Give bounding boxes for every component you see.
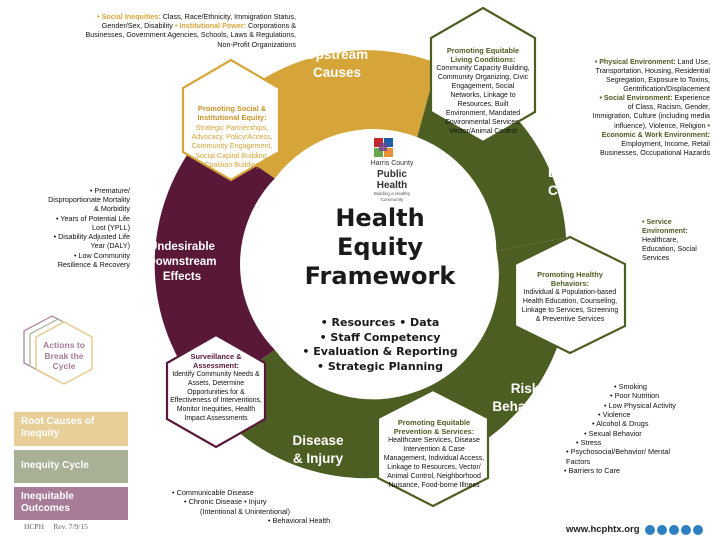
logo-tagline: Building a Healthy Community <box>373 190 411 202</box>
annotation-risk-behaviors: • Smoking • Poor Nutrition • Low Physica… <box>564 382 676 475</box>
logo-square-blue <box>384 138 393 147</box>
logo-square-orange <box>384 148 393 157</box>
center-list: • Resources • Data • Staff Competency • … <box>302 316 458 373</box>
ring-label-disease: Disease& Injury <box>292 433 344 466</box>
ring-segment-downstream <box>154 130 275 398</box>
footer-url[interactable]: www.hcphtx.org <box>566 524 640 535</box>
legend-hexagon-actions <box>35 321 93 385</box>
hexagon-living-conditions <box>429 6 537 144</box>
logo-square-red <box>374 138 383 147</box>
logo-text: Harris County Public Health Building a H… <box>362 160 422 202</box>
hexagon-surveillance <box>165 333 267 449</box>
hexagon-living-text: Promoting Equitable Living Conditions: C… <box>436 46 530 135</box>
annotation-living-conditions: • Physical Environment: Land Use, Transp… <box>592 58 711 157</box>
footer-revision: HCPH Rev. 7/9/15 <box>24 522 88 531</box>
hexagon-prevention-services <box>376 388 490 508</box>
hexagon-healthy-behaviors <box>513 235 627 355</box>
annotation-disease: • Communicable Disease • Chronic Disease… <box>172 488 331 525</box>
annotation-downstream: • Premature/ Disproportionate Mortality … <box>48 186 130 269</box>
hexagon-behaviors-text: Promoting Healthy Behaviors: Individual … <box>521 270 619 323</box>
hexagon-social-equity <box>181 58 281 182</box>
center-title: Health Equity Framework <box>304 204 456 290</box>
hexagon-surveillance-text: Surveillance & Assessment: Identify Comm… <box>170 352 262 423</box>
logo-square-green <box>374 148 383 157</box>
annotation-service-environment: • Service Environment: Healthcare, Educa… <box>642 218 697 263</box>
facebook-icon[interactable] <box>657 525 667 535</box>
legend-actions-label: Actions to Break the Cycle <box>42 340 85 371</box>
email-icon[interactable] <box>669 525 679 535</box>
logo-name: Public Health <box>376 168 408 191</box>
annotation-upstream-causes: • Social Inequities: Class, Race/Ethnici… <box>85 12 296 49</box>
twitter-icon[interactable] <box>681 525 691 535</box>
logo-org: Harris County <box>370 160 414 167</box>
youtube-icon[interactable] <box>645 525 655 535</box>
linkedin-icon[interactable] <box>693 525 703 535</box>
legend-inequity-cycle: Inequity Cycle <box>14 450 128 483</box>
legend-inequitable-outcomes: Inequitable Outcomes <box>14 487 128 520</box>
hexagon-prevention-text: Promoting Equitable Prevention & Service… <box>383 418 485 489</box>
legend-root-causes: Root Causes of Inequity <box>14 412 128 446</box>
logo-square-purple <box>379 143 387 151</box>
hexagon-social-text: Promoting Social & Institutional Equity:… <box>191 104 273 169</box>
